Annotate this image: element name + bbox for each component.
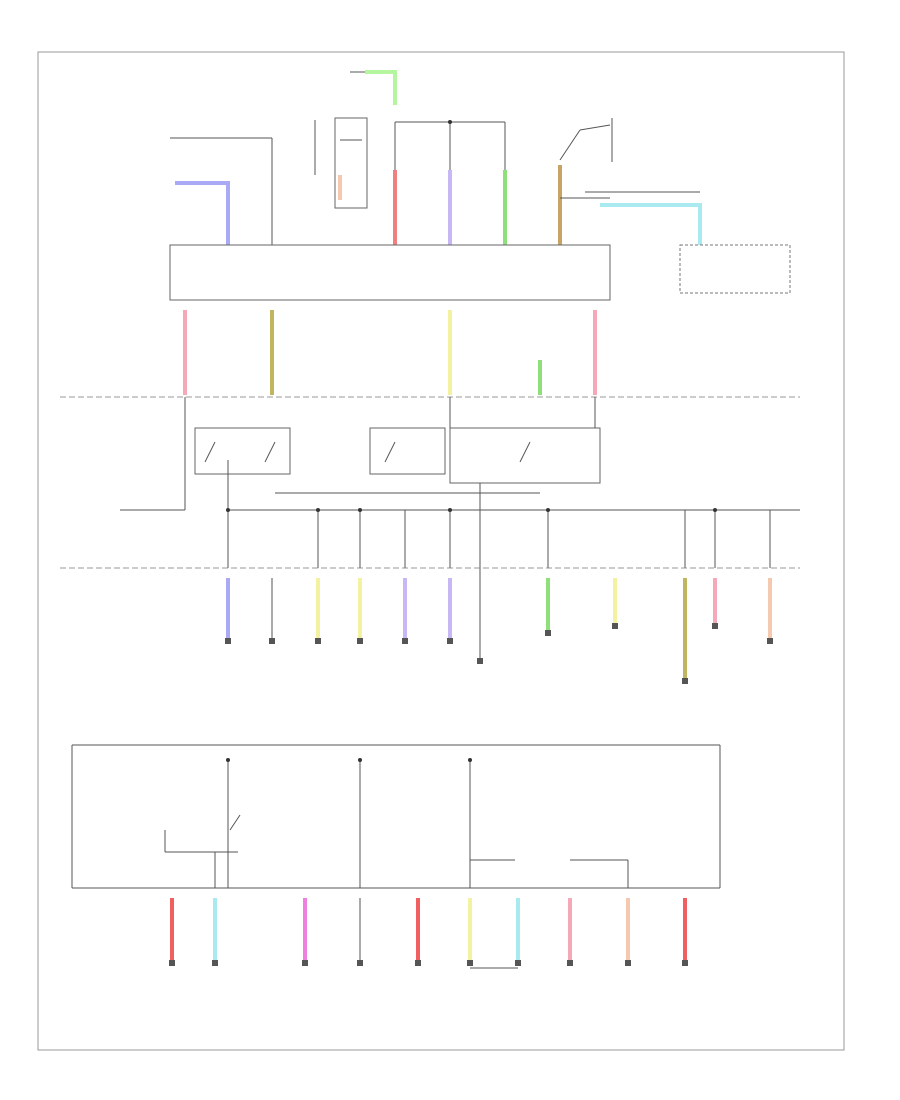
wire-cyan-top: [600, 203, 702, 245]
outer-frame: [37, 51, 845, 1051]
splice-nodes: [226, 120, 717, 762]
branch-row-2: [225, 578, 773, 684]
top-feeds: [170, 70, 702, 245]
relay-row: [120, 397, 601, 660]
fuse-row-2: [227, 460, 800, 568]
upper-module: [169, 244, 611, 301]
wire-light-green-top: [365, 70, 397, 105]
upper-module-dashed-box: [679, 244, 791, 294]
lower-section: [71, 744, 721, 889]
branch-row-3: [169, 898, 688, 969]
wire-blue-left: [175, 181, 230, 245]
